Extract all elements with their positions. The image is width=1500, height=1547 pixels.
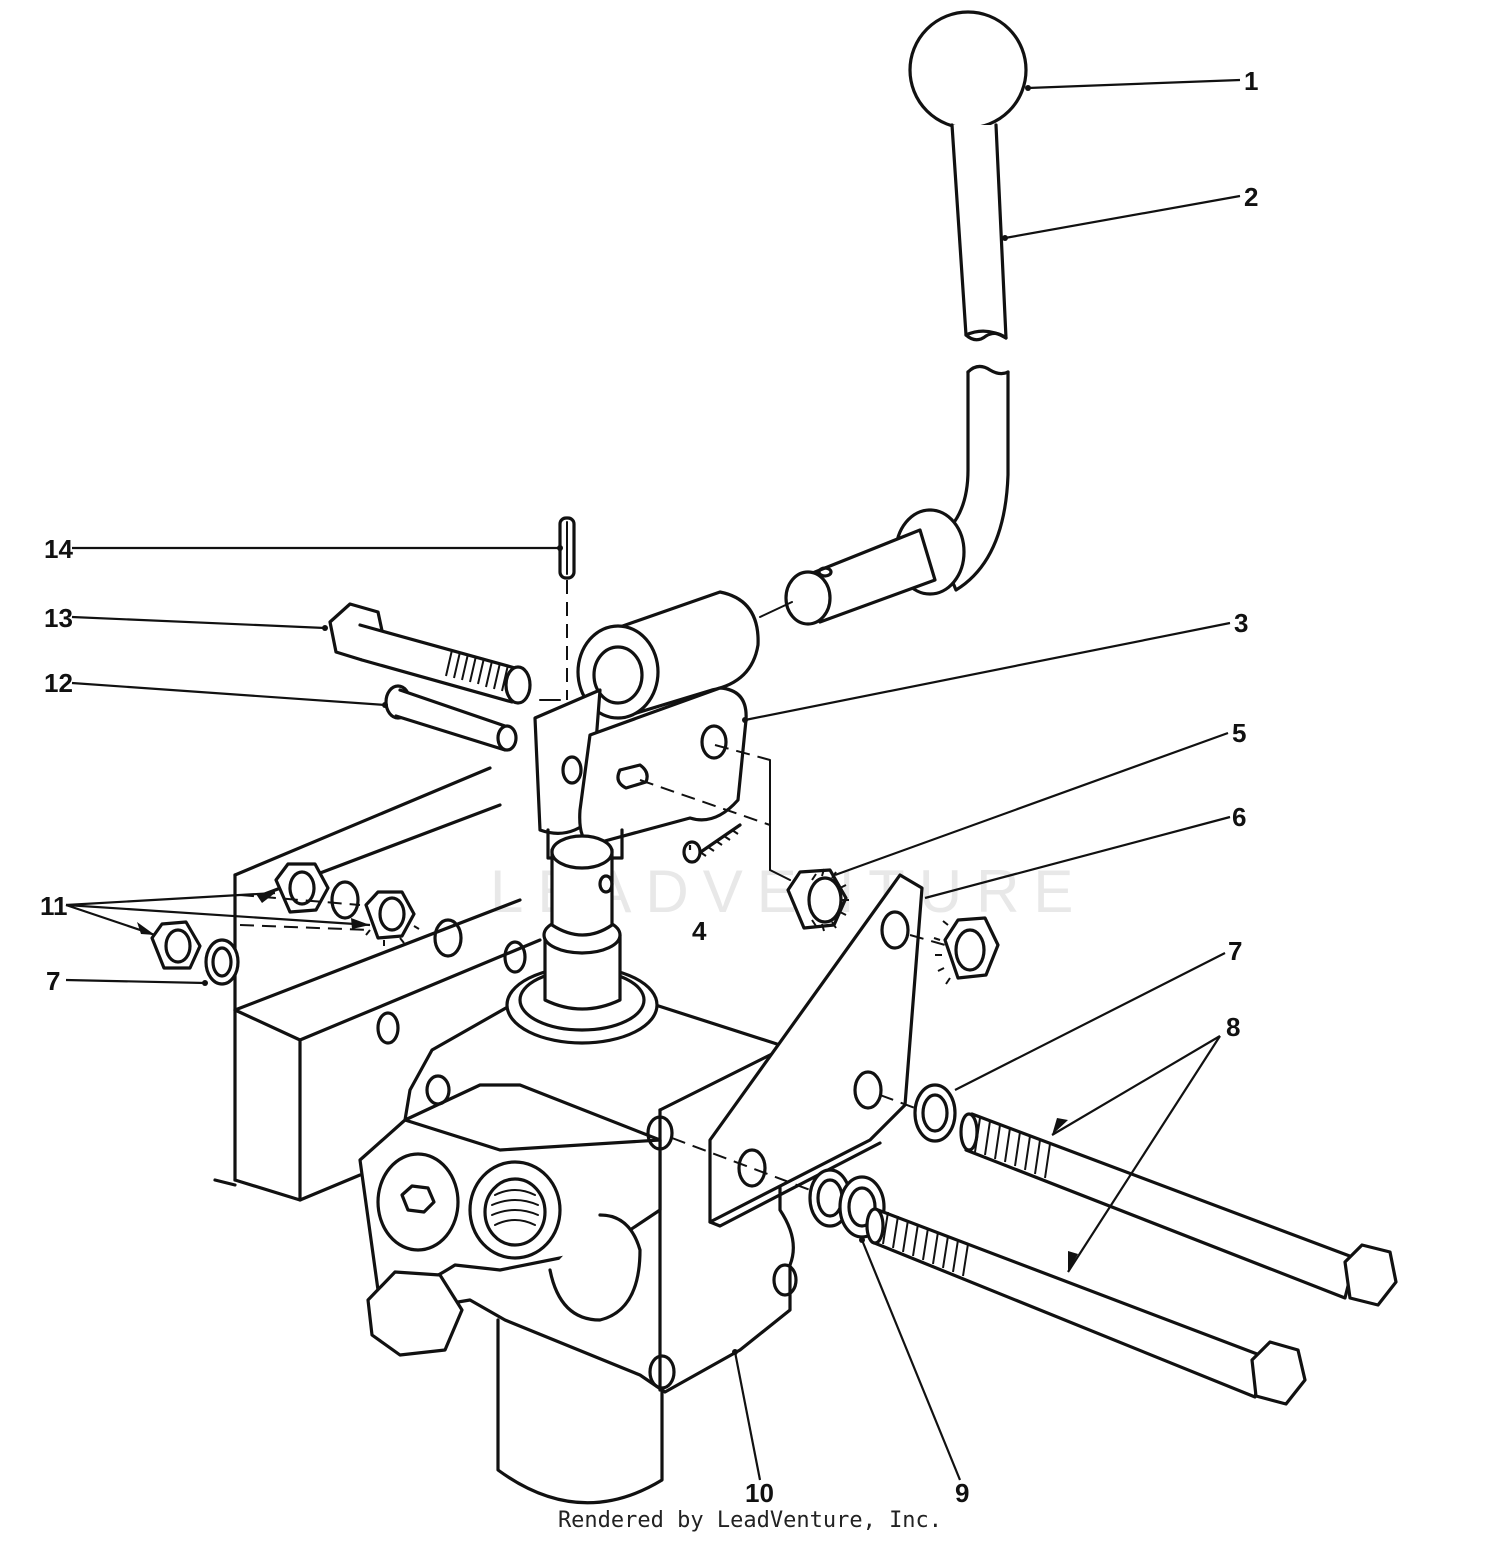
frame-channel [213,766,542,1202]
part-9-washers[interactable] [808,1168,886,1239]
callout-1: 1 [1244,66,1258,96]
part-7-washer-left[interactable] [204,938,240,986]
part-3-clevis-bracket[interactable] [533,686,748,860]
callout-7-left: 7 [46,966,60,996]
part-8-long-bolts[interactable] [865,1112,1398,1406]
callout-14: 14 [44,534,73,564]
part-6-lock-nut[interactable] [933,916,1000,985]
callout-8: 8 [1226,1012,1240,1042]
part-7-washer-right[interactable] [913,1083,957,1143]
part-1-knob[interactable] [908,10,1028,130]
callout-4: 4 [692,916,707,946]
part-5-lock-nut[interactable] [786,868,849,932]
callout-2: 2 [1244,182,1258,212]
part-11-nuts[interactable] [150,862,420,970]
part-10-valve-body[interactable] [358,834,798,1505]
callout-10: 10 [745,1478,774,1508]
leader-lines [65,78,1241,1481]
part-4-small-bolt[interactable] [682,823,742,864]
callout-13: 13 [44,603,73,633]
part-12-clevis-pin[interactable] [384,684,518,752]
callout-11: 11 [40,891,68,921]
callout-labels: 1 2 3 4 5 6 7 7 8 9 10 11 12 13 14 [40,66,1258,1508]
part-13-hex-bolt[interactable] [328,602,532,705]
callout-12: 12 [44,668,73,698]
assembly-lines [239,580,946,1191]
callout-6: 6 [1232,802,1246,832]
credit-line: Rendered by LeadVenture, Inc. [557,1508,943,1533]
part-2-lever-rod[interactable] [784,123,1010,626]
callout-7-right: 7 [1228,936,1242,966]
callout-9: 9 [955,1478,969,1508]
callout-3: 3 [1234,608,1248,638]
callout-5: 5 [1232,718,1246,748]
